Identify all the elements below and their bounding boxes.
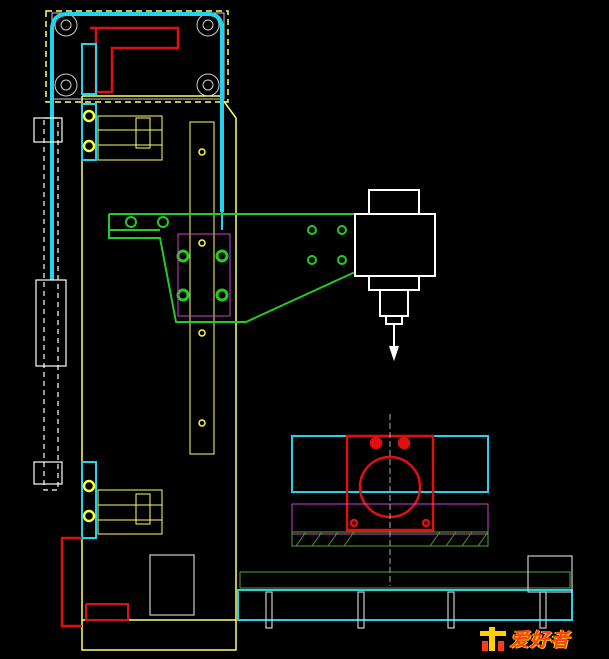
column-frame (45, 10, 237, 651)
slide-carriage (177, 233, 231, 317)
fixture-base (291, 414, 489, 586)
guide-rail-blocks (97, 115, 163, 535)
headstock-plate (108, 213, 356, 323)
watermark-text: 爱好者 (510, 628, 571, 651)
foot-plate (85, 603, 129, 621)
top-pulley-housing (51, 12, 225, 100)
worktable-fixture (237, 435, 573, 621)
watermark-logo: 爱好者 (478, 622, 570, 654)
hatched-base (291, 531, 489, 547)
counterweight-chain (33, 117, 67, 491)
hatch-lines (295, 531, 489, 547)
spindle-motor (354, 189, 436, 362)
top-bracket (90, 26, 180, 94)
foot-bracket (60, 536, 82, 628)
woodwork-logo-icon (480, 627, 506, 651)
base-rail (239, 571, 571, 589)
workpiece-clamp (345, 434, 435, 532)
column-bolts (198, 148, 206, 427)
roller-markers (82, 109, 96, 523)
drive-chain (50, 12, 224, 539)
base-bolts (149, 554, 573, 629)
